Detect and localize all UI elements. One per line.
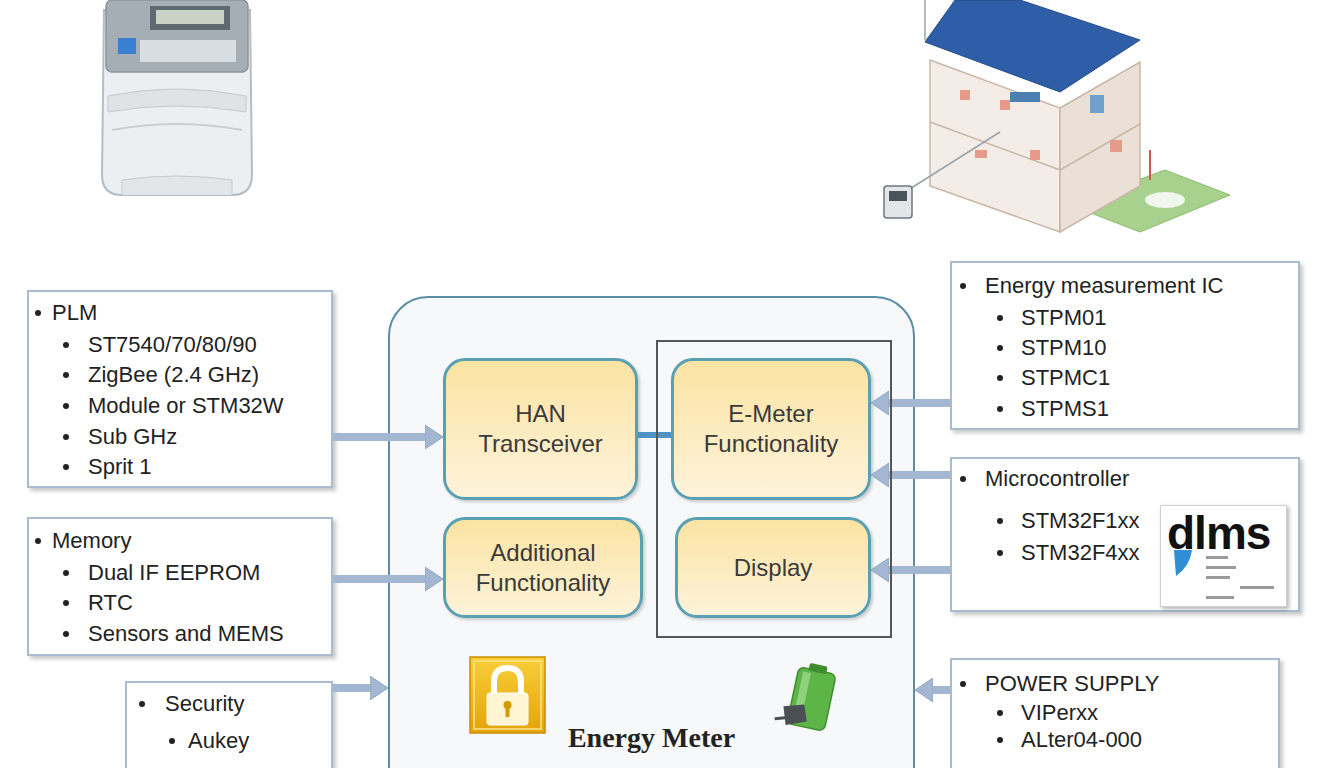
bullet-dot [997, 315, 1003, 321]
bullet-dot [960, 681, 966, 687]
bullet-dot [997, 737, 1003, 743]
list-item: ALter04-000 [1021, 727, 1142, 753]
list-item: RTC [88, 590, 133, 616]
dlms-logo-mark [1174, 550, 1274, 599]
list-box: MicrocontrollerSTM32F1xxSTM32F4xx dlms [950, 457, 1300, 612]
house-illustration [884, 0, 1230, 232]
connector-arrow [333, 433, 425, 441]
bullet-dot [63, 403, 69, 409]
bullet-dot [997, 345, 1003, 351]
list-box: MemoryDual IF EEPROM RTC Sensors and MEMS [27, 517, 333, 656]
bullet-dot [63, 600, 69, 606]
function-label: Additional Functionality [468, 538, 618, 598]
meter-illustration [102, 0, 252, 195]
list-box: Energy measurement IC STPM01STPM10STPMC1S… [950, 261, 1300, 430]
bullet-dot [35, 538, 41, 544]
list-item: ST7540/70/80/90 [88, 332, 257, 358]
meter-enclosure: Energy Meter HAN Transceiver E-Meter Funct… [388, 296, 915, 768]
logo-box: dlms [1160, 505, 1287, 607]
connector-arrow [889, 471, 950, 479]
list-heading: Microcontroller [985, 466, 1129, 492]
list-item: STPM10 [1021, 335, 1107, 361]
function-label: Display [734, 553, 813, 583]
function-box: Display [675, 517, 871, 618]
bullet-dot [139, 701, 145, 707]
bullet-dot [997, 550, 1003, 556]
list-box: POWER SUPPLY VIPerxxALter04-000 [950, 658, 1280, 768]
meter-title: Energy Meter [390, 722, 913, 754]
list-item: STPMC1 [1021, 365, 1110, 391]
list-item: Sprit 1 [88, 454, 152, 480]
list-heading: POWER SUPPLY [985, 671, 1159, 697]
function-box: Additional Functionality [443, 517, 643, 618]
list-heading: Security [165, 691, 244, 717]
list-item: STM32F4xx [1021, 540, 1140, 566]
list-item: Aukey [188, 728, 249, 754]
bullet-dot [997, 375, 1003, 381]
bullet-dot [35, 310, 41, 316]
function-label: HAN Transceiver [466, 399, 616, 459]
logo-text: dlms [1167, 508, 1270, 558]
list-item: VIPerxx [1021, 700, 1098, 726]
battery-icon [774, 658, 838, 733]
list-item: ZigBee (2.4 GHz) [88, 362, 259, 388]
connector-line [638, 432, 671, 438]
bullet-dot [63, 434, 69, 440]
connector-arrow [333, 575, 425, 583]
bullet-dot [63, 464, 69, 470]
function-label: E-Meter Functionality [696, 399, 846, 459]
group-outline [657, 341, 891, 637]
bullet-dot [63, 570, 69, 576]
bullet-dot [997, 406, 1003, 412]
connector-arrow [933, 686, 950, 694]
bullet-dot [997, 710, 1003, 716]
list-item: Sensors and MEMS [88, 621, 284, 647]
list-item: STPMS1 [1021, 396, 1109, 422]
bullet-dot [960, 283, 966, 289]
function-box: HAN Transceiver [443, 358, 638, 500]
connector-arrow [333, 684, 370, 692]
list-item: STPM01 [1021, 305, 1107, 331]
lock-icon [470, 657, 545, 733]
bullet-dot [63, 631, 69, 637]
list-box: SecurityAukey [125, 681, 333, 768]
function-box: E-Meter Functionality [671, 358, 871, 500]
list-item: STM32F1xx [1021, 508, 1140, 534]
bullet-dot [63, 342, 69, 348]
connector-arrow [889, 566, 950, 574]
connector-arrow [889, 399, 950, 407]
list-heading: Memory [52, 528, 131, 554]
list-heading: PLM [52, 300, 97, 326]
bullet-dot [169, 738, 175, 744]
list-item: Module or STM32W [88, 393, 284, 419]
list-box: PLM ST7540/70/80/90ZigBee (2.4 GHz) Module… [27, 290, 333, 488]
list-item: Sub GHz [88, 424, 177, 450]
bullet-dot [63, 372, 69, 378]
bullet-dot [997, 518, 1003, 524]
list-item: Dual IF EEPROM [88, 560, 260, 586]
list-heading: Energy measurement IC [985, 273, 1223, 299]
bullet-dot [960, 476, 966, 482]
